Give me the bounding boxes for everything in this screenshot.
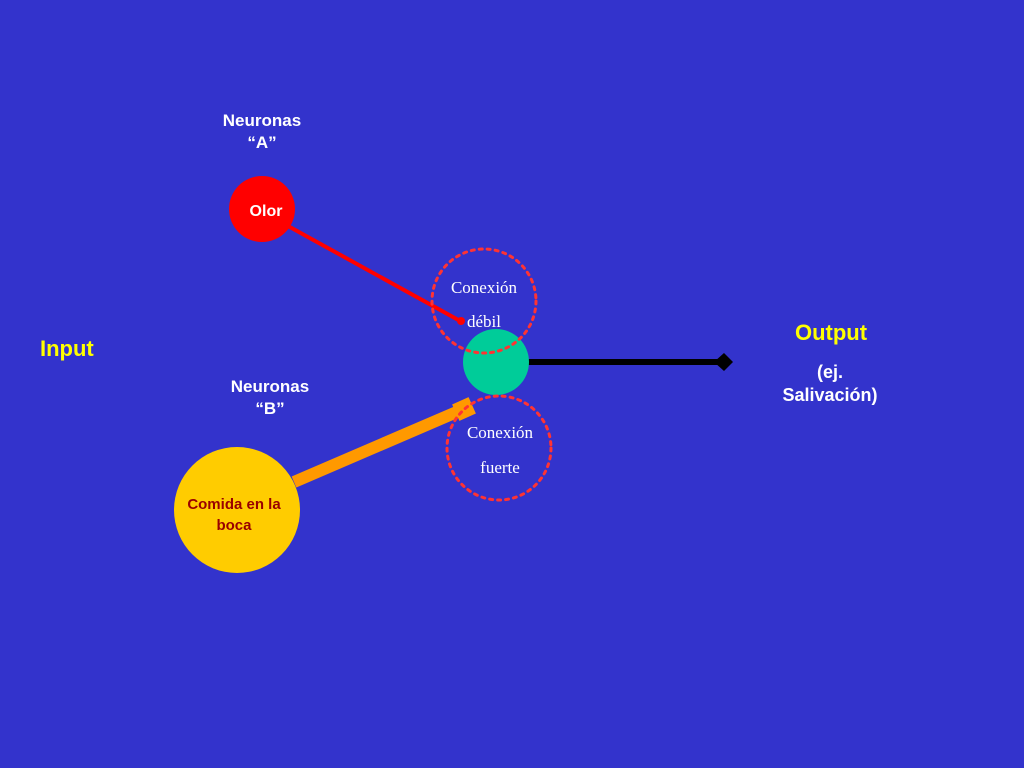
weak-connection-terminal: [457, 317, 465, 325]
output-example-line1: (ej.: [817, 362, 843, 382]
strong-connection-label-line2: fuerte: [480, 458, 520, 477]
food-label-line1: Comida en la: [187, 496, 281, 513]
food-label-line2: boca: [216, 517, 252, 534]
neurons-b-label-line1: Neuronas: [231, 377, 309, 396]
strong-connection-label-line1: Conexión: [467, 423, 534, 442]
weak-connection-line: [287, 224, 463, 324]
output-label: Output: [795, 320, 868, 345]
weak-connection-label-line2: débil: [467, 312, 501, 331]
smell-label: Olor: [250, 203, 283, 220]
weak-connection-highlight: [430, 247, 538, 355]
neurons-a-label-line1: Neuronas: [223, 111, 301, 130]
output-axon-arrowhead: [714, 353, 733, 371]
neurons-b-label-line2: “B”: [255, 399, 284, 418]
input-label: Input: [40, 336, 94, 361]
neuron-a-smell: [229, 176, 295, 242]
strong-connection-line: [291, 402, 469, 488]
weak-connection-label-line1: Conexión: [451, 278, 518, 297]
output-example-line2: Salivación): [782, 385, 877, 405]
neurons-a-label-line2: “A”: [247, 133, 276, 152]
neuron-b-food: [174, 447, 300, 573]
strong-connection-highlight: [445, 394, 553, 502]
